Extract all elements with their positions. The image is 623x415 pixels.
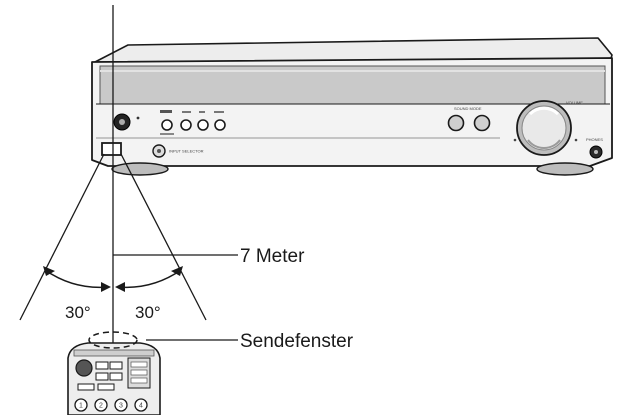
front-button-group <box>160 110 226 135</box>
sound-mode-button-right[interactable] <box>473 114 491 132</box>
front-button[interactable] <box>161 119 173 131</box>
transmit-window-label: Sendefenster <box>240 331 354 352</box>
input-selector-label: INPUT SELECTOR <box>169 149 204 154</box>
receiver-foot-left <box>111 162 169 176</box>
remote-key[interactable] <box>95 361 109 370</box>
angle-arc-right <box>116 269 182 289</box>
remote-number-buttons: 1 2 3 4 <box>74 398 148 412</box>
receiver-foot-right <box>536 162 594 176</box>
remote-key[interactable] <box>77 383 95 391</box>
ir-sensor <box>101 142 122 156</box>
remote-number-button[interactable] <box>94 398 108 412</box>
remote-number-button[interactable] <box>114 398 128 412</box>
remote-number-button[interactable] <box>74 398 88 412</box>
sound-mode-group: SOUND MODE <box>447 106 491 132</box>
remote-number-label: 2 <box>99 403 103 410</box>
remote-emitter-outline <box>88 331 138 349</box>
remote-key[interactable] <box>97 383 115 391</box>
remote-number-label: 3 <box>119 403 123 410</box>
volume-knob[interactable] <box>516 100 572 156</box>
remote-number-label: 4 <box>139 403 143 410</box>
remote-control: 1 2 3 4 <box>67 331 161 415</box>
distance-label: 7 Meter <box>240 246 305 267</box>
angle-arc-left <box>44 269 110 289</box>
phones-label: PHONES <box>586 137 603 142</box>
volume-label: VOLUME <box>566 100 583 105</box>
angle-label-right: 30° <box>135 303 161 322</box>
front-button[interactable] <box>197 119 209 131</box>
remote-key[interactable] <box>109 361 123 370</box>
display-window <box>99 65 606 105</box>
range-boundary-left <box>19 153 105 321</box>
range-lines <box>19 5 238 345</box>
remote-number-label: 1 <box>79 403 83 410</box>
remote-key[interactable] <box>109 372 123 381</box>
sound-mode-label: SOUND MODE <box>454 106 482 111</box>
av-receiver: INPUT SELECTOR SOUND MODE VOLUME PHONES <box>91 37 613 176</box>
remote-key[interactable] <box>95 372 109 381</box>
range-boundary-right <box>120 153 207 321</box>
front-button[interactable] <box>214 119 226 131</box>
angle-arrowheads <box>43 266 183 292</box>
remote-number-button[interactable] <box>134 398 148 412</box>
front-button[interactable] <box>180 119 192 131</box>
standby-indicator <box>136 116 140 120</box>
remote-power-button[interactable] <box>75 359 93 377</box>
sound-mode-button-left[interactable] <box>447 114 465 132</box>
angle-label-left: 30° <box>65 303 91 322</box>
